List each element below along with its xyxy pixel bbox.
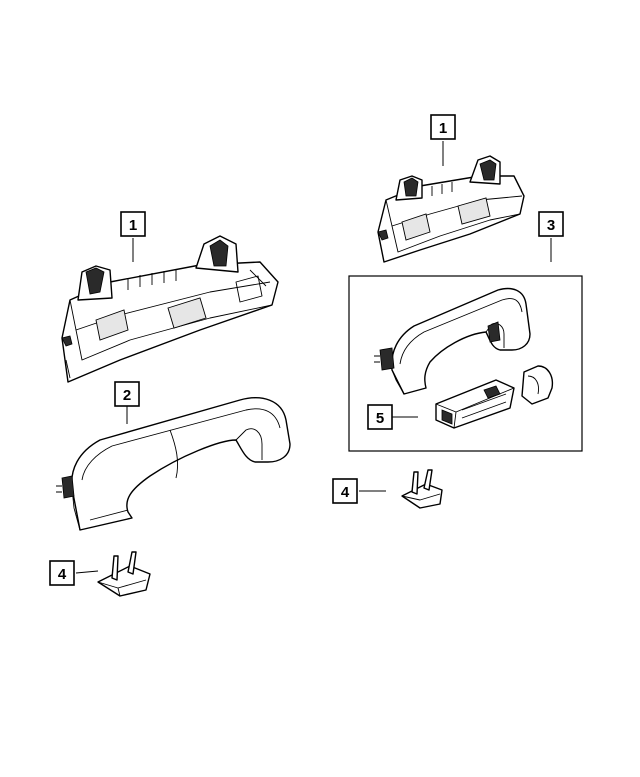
callout-assembly-kit: 3 — [538, 211, 564, 237]
bracket-right — [377, 155, 525, 263]
clip-left — [97, 551, 151, 597]
clip-right — [401, 469, 443, 509]
handle-left — [56, 397, 291, 531]
insert-kit-part — [435, 379, 515, 429]
callout-clip-left: 4 — [49, 560, 75, 586]
callout-label-handle-left: 2 — [123, 387, 131, 404]
callout-handle-left: 2 — [114, 381, 140, 407]
callout-label-assembly-kit: 3 — [547, 217, 555, 234]
end-cap — [521, 365, 554, 405]
callout-label-bracket-left: 1 — [129, 217, 137, 234]
leader-clip-left — [75, 570, 99, 574]
callout-clip-right: 4 — [332, 478, 358, 504]
callout-bracket-left: 1 — [120, 211, 146, 237]
callout-label-clip-right: 4 — [341, 484, 350, 501]
callout-insert-kit: 5 — [367, 404, 393, 430]
handle-right — [374, 287, 531, 395]
kit-enclosure — [348, 275, 583, 452]
bracket-left — [61, 235, 279, 383]
callout-label-bracket-right: 1 — [439, 120, 447, 137]
callout-label-clip-left: 4 — [58, 566, 67, 583]
callout-label-insert-kit: 5 — [376, 410, 384, 427]
callout-bracket-right: 1 — [430, 114, 456, 140]
